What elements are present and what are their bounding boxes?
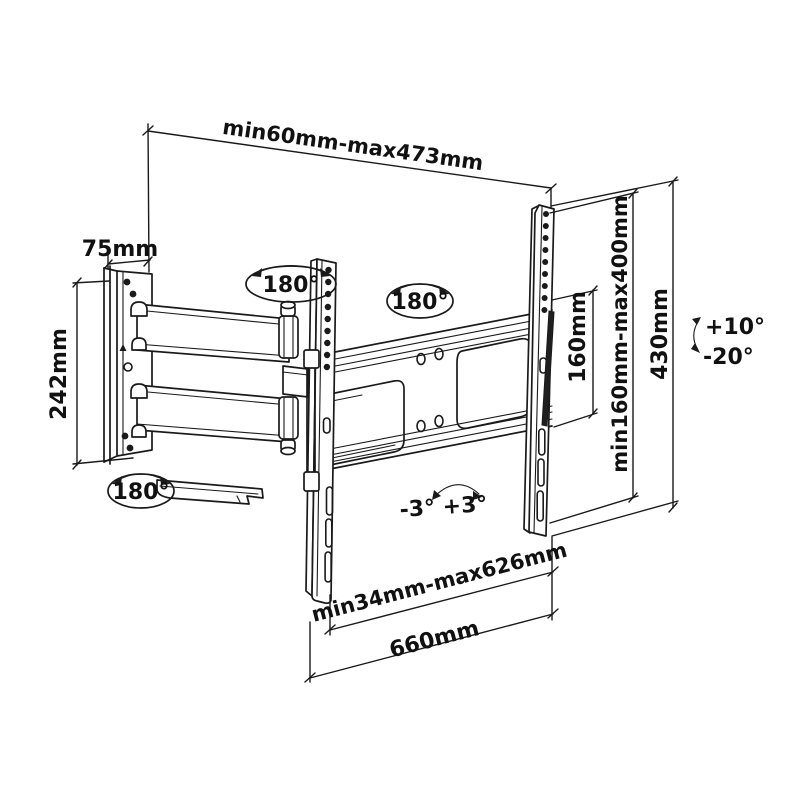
label-swivel-mid: 180° <box>392 290 449 315</box>
left-rail-slots <box>324 486 334 583</box>
right-rail-slots <box>536 428 546 522</box>
crossbar-holes <box>416 347 444 433</box>
cable-tray <box>156 479 264 505</box>
articulating-arm <box>130 300 320 505</box>
dimension-bracket-height: 430mm <box>550 176 679 537</box>
upper-arm <box>130 300 299 363</box>
label-swivel-wall: 180° <box>263 273 320 298</box>
plate-bolt-4 <box>131 424 147 438</box>
plate-bolt-3 <box>130 383 148 399</box>
dimension-vesa-range: min160mm-max400mm <box>549 188 639 524</box>
crossbar-beam <box>329 309 553 470</box>
left-vesa-rail <box>305 258 337 605</box>
plate-bolt-2 <box>131 337 147 351</box>
crossbar-right-cutout <box>456 337 532 430</box>
crossbar-left-cutout <box>329 379 405 466</box>
tilt-indicator: +10° -20° <box>691 315 765 370</box>
dimension-bottom-width: 660mm <box>304 608 559 683</box>
hinge-bolt-top <box>280 300 296 317</box>
swivel-badge-mid: 180° <box>386 283 454 319</box>
right-rail-holes <box>541 211 549 313</box>
hinge-post <box>282 349 320 492</box>
label-top-width: min60mm-max473mm <box>221 115 485 175</box>
crossbar-end-edge <box>541 310 555 427</box>
label-tilt-down: -20° <box>703 345 754 370</box>
left-rail-holes <box>323 266 332 371</box>
label-level-range: -3° +3° <box>399 492 488 523</box>
label-vesa-range: min160mm-max400mm <box>608 195 632 473</box>
label-vesa-vertical: 160mm <box>566 291 591 383</box>
label-bottom-range: min34mm-max626mm <box>309 538 570 627</box>
right-vesa-rail <box>523 204 555 537</box>
up-arrow-icon <box>119 344 127 361</box>
label-tilt-up: +10° <box>705 315 765 340</box>
label-plate-height: 242mm <box>47 328 72 420</box>
swivel-badge-wall: 180° <box>245 265 337 303</box>
rotation-arrow-icon <box>255 265 327 274</box>
label-swivel-bottom: 180° <box>113 480 170 505</box>
dimension-plate-height: 242mm <box>47 277 134 470</box>
dimension-vesa-vertical: 160mm <box>551 285 598 428</box>
dimension-top-width: min60mm-max473mm <box>142 115 557 273</box>
plate-bolt-1 <box>130 301 148 317</box>
dimension-plate-depth: 75mm <box>82 237 158 270</box>
lower-arm <box>130 383 299 456</box>
label-plate-depth: 75mm <box>82 237 158 262</box>
label-bracket-height: 430mm <box>648 288 673 380</box>
level-adjust-indicator: -3° +3° <box>399 484 488 523</box>
swivel-badge-bottom: 180° <box>107 473 175 509</box>
label-bottom-width: 660mm <box>387 616 482 663</box>
hinge-bolt-bottom <box>280 439 296 456</box>
